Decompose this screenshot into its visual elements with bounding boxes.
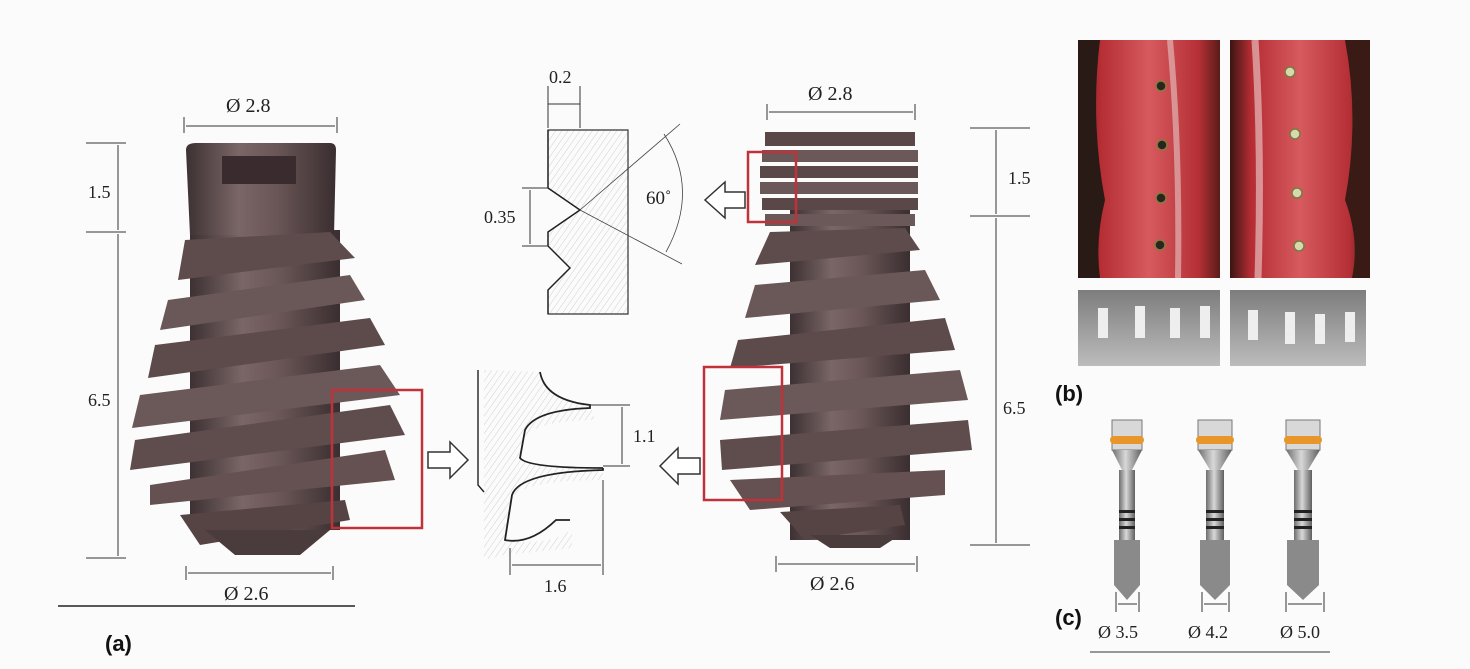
panel-label-b: (b) [1055,381,1083,406]
surgical-photo-right [1230,39,1370,279]
panel-label-c: (c) [1055,605,1082,630]
label-collar-height-right: 1.5 [1008,168,1031,188]
label-thread-width: 0.2 [549,67,572,87]
label-collar-height-left: 1.5 [88,182,111,202]
thread-detail-top: 60˚ 0.2 0.35 [484,67,683,315]
label-thread-angle: 60˚ [646,188,671,209]
dimensions-right: Ø 2.8 1.5 6.5 Ø 2.6 [766,83,1031,595]
label-screw-diameter: Ø 3.5 [1098,622,1138,642]
highlight-box-top [746,150,798,224]
highlight-box-bottom [702,365,784,502]
xray-right [1230,290,1366,366]
arrow-icon [703,180,746,220]
label-thread-pitch-bottom: 1.1 [633,426,656,446]
label-top-diameter-right: Ø 2.8 [808,83,852,105]
highlight-box-left [330,388,424,530]
label-bottom-diameter-left: Ø 2.6 [224,583,268,605]
implant-right [702,132,972,548]
label-thread-depth: 1.6 [544,576,567,596]
label-thread-height-left: 6.5 [88,390,111,410]
implant-left [58,143,424,607]
thread-detail-bottom: 1.1 1.6 [477,370,656,596]
screw-3: Ø 5.0 [1280,419,1325,642]
arrow-icon [427,440,470,480]
screw-1: Ø 3.5 [1098,419,1144,642]
surgical-photo-left [1078,39,1220,279]
label-top-diameter-left: Ø 2.8 [226,95,270,117]
panel-label-a: (a) [105,631,132,656]
label-screw-diameter: Ø 4.2 [1188,622,1228,642]
label-screw-diameter: Ø 5.0 [1280,622,1320,642]
xray-left [1078,290,1220,366]
label-thread-pitch-top: 0.35 [484,207,516,227]
label-thread-height-right: 6.5 [1003,398,1026,418]
arrow-icon [658,446,701,486]
label-bottom-diameter-right: Ø 2.6 [810,573,854,595]
screw-2: Ø 4.2 [1188,419,1234,642]
dimensions-left: Ø 2.8 1.5 6.5 Ø 2.6 [86,95,338,605]
